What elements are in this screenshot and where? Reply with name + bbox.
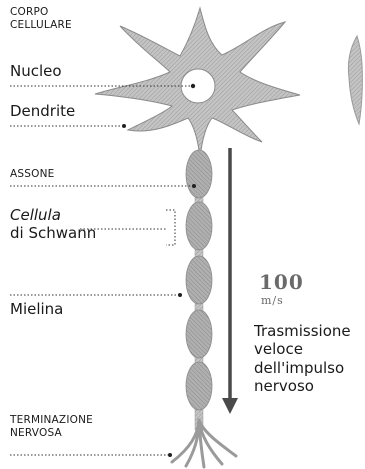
label-corpo-line1: CORPO <box>10 6 72 19</box>
label-assone: ASSONE <box>10 168 54 181</box>
description-line1: Trasmissione <box>254 322 351 340</box>
label-terminazione-line2: NERVOSA <box>10 427 93 440</box>
speed-value: 100 <box>259 270 304 294</box>
myelin-segment <box>186 310 212 358</box>
leader-lines <box>10 86 194 455</box>
description-line4: nervoso <box>254 377 351 395</box>
label-cellula-schwann: Cellula di Schwann <box>10 206 96 242</box>
label-mielina: Mielina <box>10 300 63 318</box>
dot-mielina <box>178 293 182 297</box>
impulse-arrow <box>222 148 238 414</box>
label-dendrite: Dendrite <box>10 102 75 120</box>
label-di-schwann: di Schwann <box>10 224 96 242</box>
label-nucleo: Nucleo <box>10 62 62 80</box>
dot-dendrite <box>122 124 126 128</box>
dot-assone <box>192 184 196 188</box>
myelin-segment <box>186 150 212 198</box>
leader-dots <box>122 124 196 457</box>
speed-unit: m/s <box>261 294 284 307</box>
myelin-segment <box>186 256 212 304</box>
leader-schwann-bracket <box>166 210 175 245</box>
label-corpo-line2: CELLULARE <box>10 19 72 32</box>
myelin-segment <box>186 202 212 250</box>
description-line2: veloce <box>254 340 351 358</box>
neighbor-cell-shape <box>348 36 362 124</box>
dot-terminazione <box>168 453 172 457</box>
impulse-description: Trasmissione veloce dell'impulso nervoso <box>254 322 351 395</box>
label-cellula: Cellula <box>10 206 96 224</box>
description-line3: dell'impulso <box>254 359 351 377</box>
myelin-segment <box>186 362 212 410</box>
nucleolus-dot <box>191 84 195 88</box>
label-terminazione: TERMINAZIONE NERVOSA <box>10 414 93 439</box>
myelin-sheath <box>186 150 212 410</box>
axon-terminals <box>172 420 236 467</box>
label-corpo-cellulare: CORPO CELLULARE <box>10 6 72 31</box>
label-terminazione-line1: TERMINAZIONE <box>10 414 93 427</box>
